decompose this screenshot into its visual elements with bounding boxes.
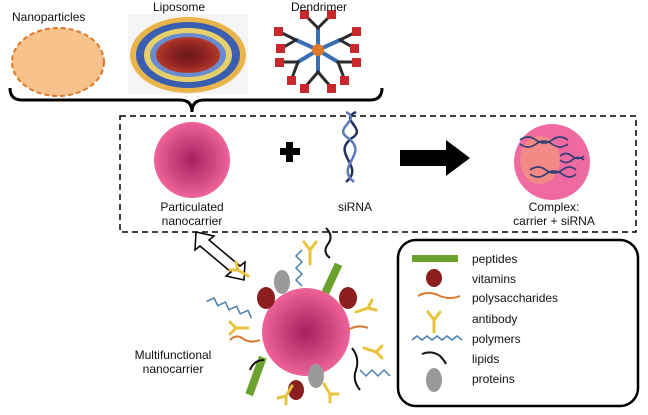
- label-dendrimer: Dendrimer: [291, 0, 348, 14]
- legend-label-lipids: lipids: [472, 352, 500, 366]
- transition-arrow: [400, 140, 470, 176]
- nanoparticle-shape: [11, 27, 105, 97]
- process-box: [119, 115, 637, 233]
- legend-label-proteins: proteins: [472, 372, 515, 386]
- lipid-icon: [421, 351, 447, 365]
- label-multifunctional-nanocarrier: Multifunctional nanocarrier: [118, 348, 228, 376]
- legend-label-polysaccharides: polysaccharides: [472, 291, 559, 305]
- label-complex-line2: carrier + siRNA: [513, 214, 595, 228]
- legend-label-antibody: antibody: [472, 312, 518, 326]
- label-sirna: siRNA: [338, 200, 373, 214]
- antibody-icon: [426, 310, 442, 334]
- nanocarrier-sphere: [154, 122, 230, 198]
- legend-label-vitamins: vitamins: [472, 272, 517, 286]
- dendrimer-shape: [274, 10, 361, 93]
- label-multi-line2: nanocarrier: [142, 362, 204, 376]
- vitamin-icon: [426, 269, 442, 287]
- protein-icon: [426, 368, 442, 392]
- liposome-shape: [128, 14, 248, 94]
- sirna-helix-icon: [341, 110, 359, 183]
- peptide-icon: [412, 255, 458, 262]
- multifunctional-nanocarrier: [206, 227, 391, 406]
- label-complex-line1: Complex:: [528, 200, 580, 214]
- label-complex: Complex: carrier + siRNA: [494, 200, 614, 228]
- label-liposome: Liposome: [153, 0, 206, 14]
- label-carrier-line2: nanocarrier: [161, 214, 223, 228]
- label-particulated-nanocarrier: Particulated nanocarrier: [142, 200, 242, 228]
- grouping-brace: [8, 87, 384, 113]
- polysaccharide-icon: [417, 292, 461, 299]
- polymer-icon: [411, 335, 463, 341]
- complex-sphere: [514, 124, 590, 200]
- legend-label-polymers: polymers: [472, 332, 521, 346]
- legend-label-peptides: peptides: [472, 252, 518, 266]
- label-multi-line1: Multifunctional: [134, 348, 212, 362]
- label-nanoparticles: Nanoparticles: [12, 10, 86, 24]
- legend-box: [396, 238, 640, 408]
- label-carrier-line1: Particulated: [160, 200, 224, 214]
- plus-icon: [280, 142, 300, 162]
- bidirectional-arrow: [194, 231, 246, 281]
